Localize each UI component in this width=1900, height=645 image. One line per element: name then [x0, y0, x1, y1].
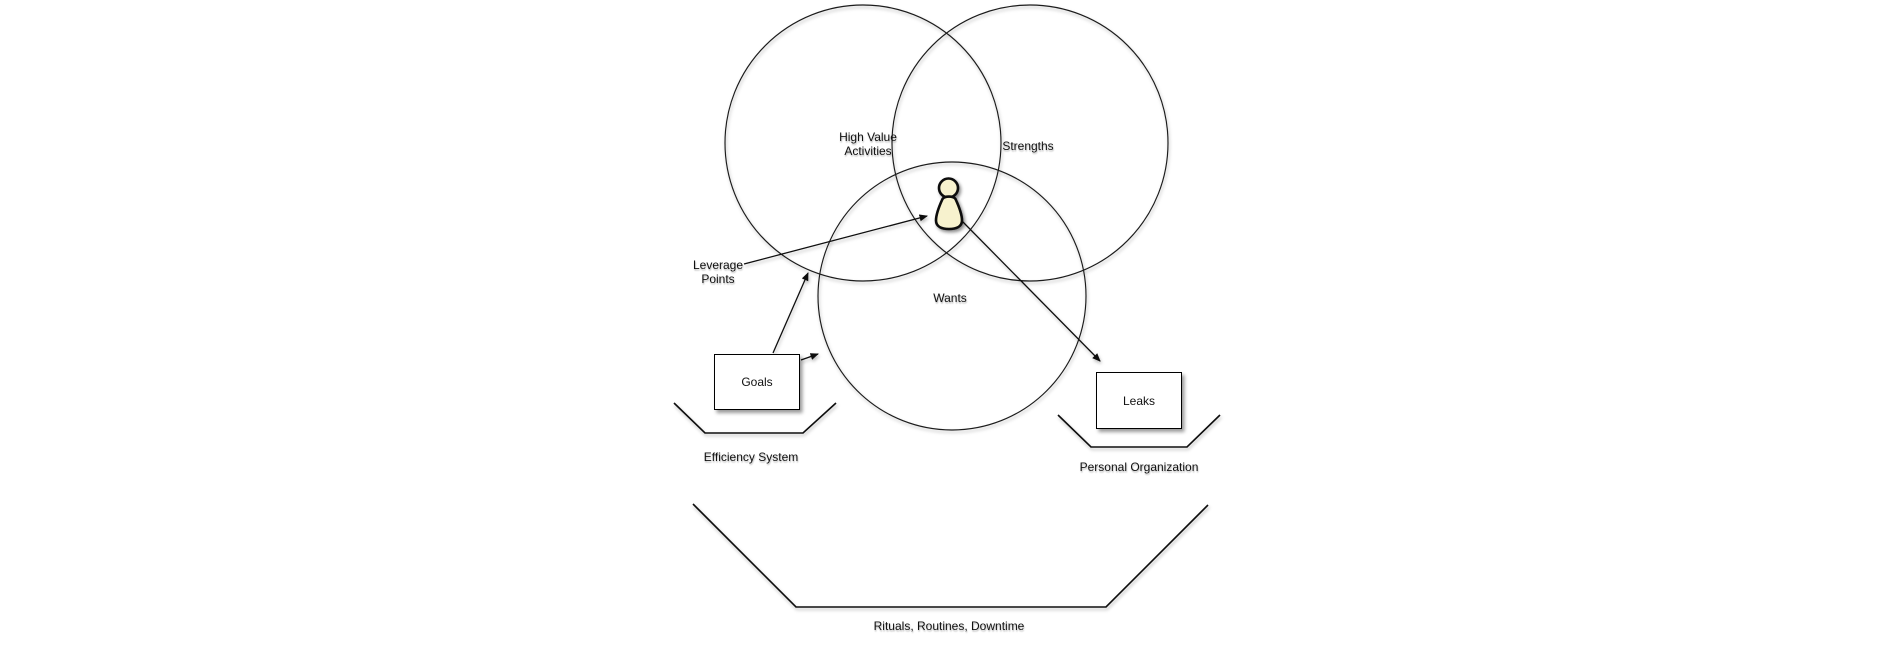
bracket-rituals-routines-downtime	[692, 503, 1209, 608]
arrow-goals-to-wants-circle	[800, 353, 819, 361]
goals-box: Goals	[714, 354, 800, 410]
person-icon-body	[934, 195, 964, 231]
venn-circle-strengths	[891, 4, 1169, 282]
person-icon-head	[937, 177, 960, 199]
label-personal-organization: Personal Organization	[1079, 460, 1199, 474]
bracket-personal-organization	[1057, 414, 1221, 448]
leaks-box-label: Leaks	[1122, 393, 1156, 408]
label-leverage-points-line2: Points	[701, 271, 735, 286]
arrow-leverage-to-person	[743, 214, 928, 265]
person-icon	[934, 177, 964, 231]
goals-box-label: Goals	[741, 375, 773, 389]
label-rituals-routines-downtime: Rituals, Routines, Downtime	[873, 619, 1025, 633]
label-high-value-activities-line1: High Value	[839, 130, 897, 144]
label-high-value-activities: High Value Activities	[839, 130, 897, 158]
label-high-value-activities-line2: Activities	[844, 143, 892, 158]
label-leverage-points: Leverage Points	[692, 258, 744, 286]
label-wants: Wants	[933, 291, 967, 305]
label-leverage-points-line1: Leverage	[692, 258, 744, 272]
label-efficiency-system: Efficiency System	[703, 450, 799, 464]
venn-circle-high-value-activities	[724, 4, 1002, 282]
leaks-box: Leaks	[1096, 372, 1182, 429]
arrow-goals-to-hva-wants-overlap	[772, 272, 809, 354]
venn-circle-wants	[817, 161, 1087, 431]
label-strengths: Strengths	[1002, 139, 1054, 153]
arrow-person-to-leaks	[961, 220, 1101, 362]
bracket-efficiency-system	[673, 402, 837, 434]
